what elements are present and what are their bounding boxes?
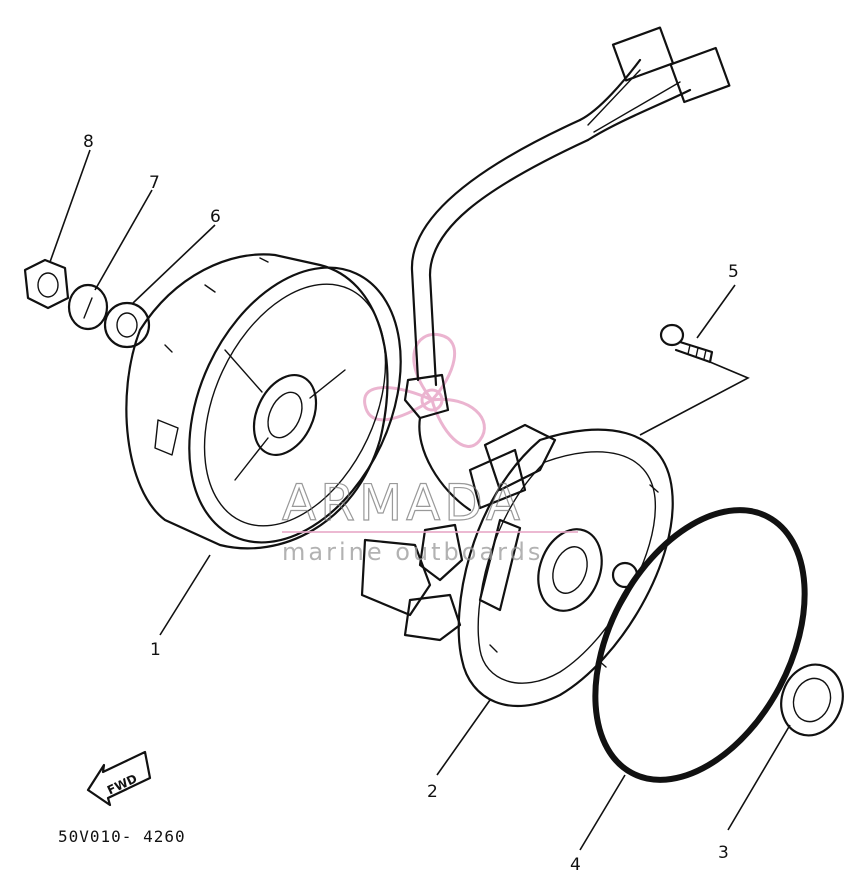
watermark-tagline: marine outboards	[282, 538, 543, 566]
nut-part-8	[23, 258, 70, 310]
callout-5: 5	[728, 262, 739, 282]
callout-8: 8	[83, 132, 94, 152]
spring-washer-part-7	[67, 283, 109, 331]
watermark-propeller-logo	[363, 332, 486, 448]
callout-labels: 1 2 3 4 5 6 7 8	[83, 132, 739, 875]
leader-lines	[49, 149, 791, 851]
callout-2: 2	[427, 782, 438, 802]
part-code: 50V010- 4260	[58, 827, 186, 846]
callout-6: 6	[210, 207, 221, 227]
washer-part-6	[103, 301, 151, 349]
o-ring-part-4	[592, 507, 808, 783]
wire-harness	[403, 26, 731, 512]
callout-4: 4	[570, 855, 581, 875]
callout-1: 1	[150, 640, 161, 660]
callout-7: 7	[149, 173, 160, 193]
callout-3: 3	[718, 843, 729, 863]
flywheel-rotor	[125, 253, 402, 550]
fwd-direction-marker: FWD	[86, 750, 152, 807]
oil-seal-part-3	[780, 663, 844, 737]
fwd-label: FWD	[105, 771, 139, 797]
screw-part-5	[659, 323, 714, 364]
watermark-brand: ARMADA	[282, 474, 524, 532]
